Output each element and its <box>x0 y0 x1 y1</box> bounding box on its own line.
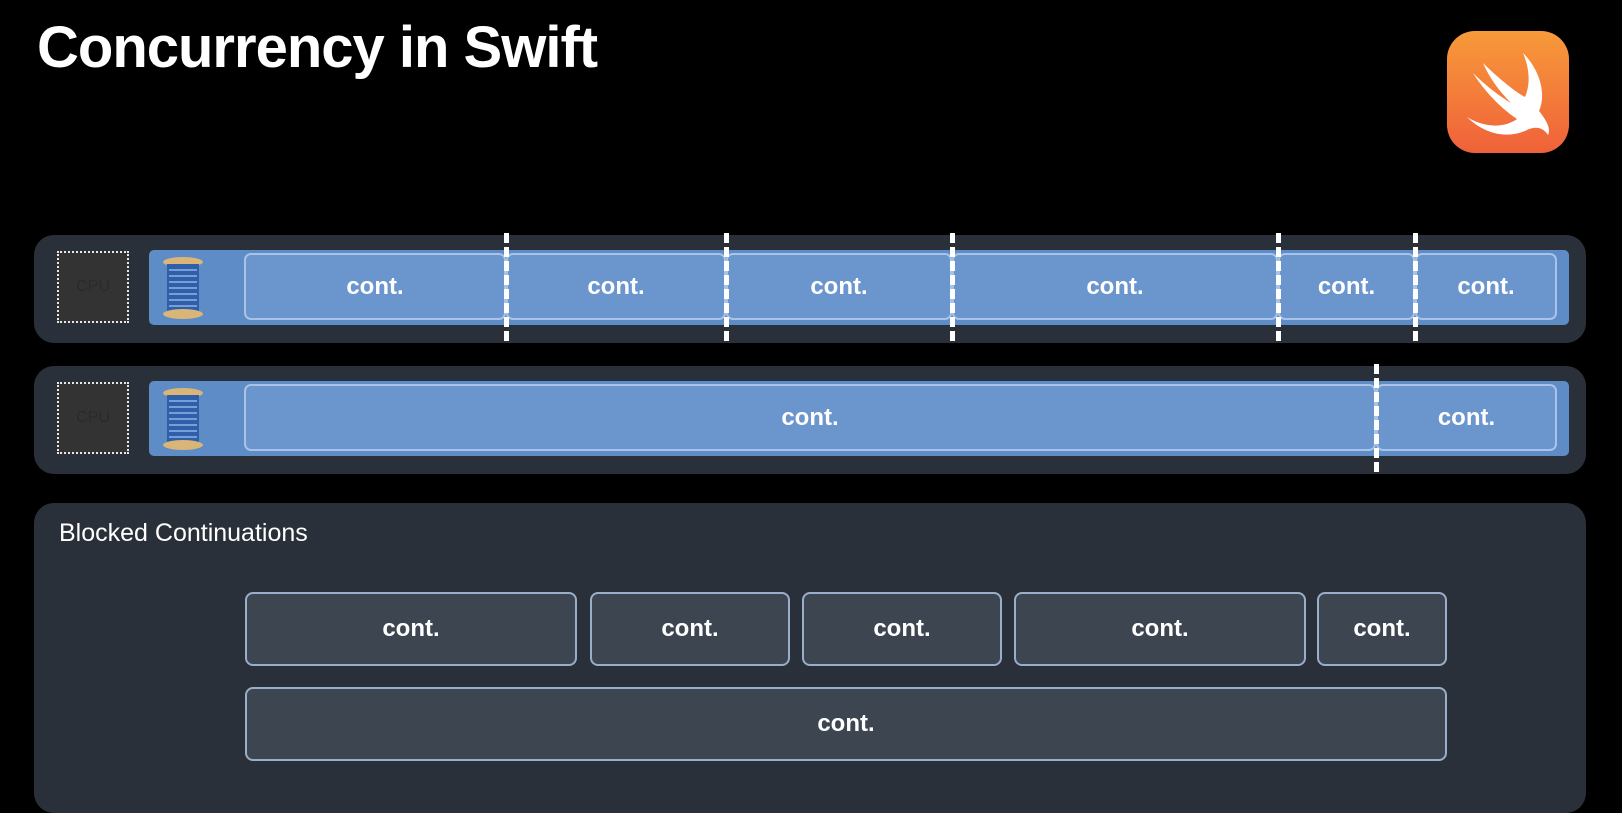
continuation-block: cont. <box>244 253 506 320</box>
blocked-continuation: cont. <box>1317 592 1447 666</box>
continuation-block: cont. <box>1415 253 1557 320</box>
thread-bar: cont. cont. <box>149 364 1569 472</box>
continuation-block: cont. <box>726 253 952 320</box>
continuation-boundary <box>504 233 509 341</box>
continuation-boundary <box>1413 233 1418 341</box>
continuation-block: cont. <box>952 253 1278 320</box>
continuation-boundary <box>1276 233 1281 341</box>
cpu-icon: CPU <box>57 251 129 323</box>
cpu-label: CPU <box>76 409 110 426</box>
blocked-continuation: cont. <box>1014 592 1306 666</box>
continuation-block: cont. <box>1376 384 1557 451</box>
continuation-block: cont. <box>506 253 726 320</box>
continuation-boundary <box>950 233 955 341</box>
blocked-continuation: cont. <box>590 592 790 666</box>
continuation-block: cont. <box>244 384 1376 451</box>
thread-bar: cont. cont. cont. cont. cont. cont. <box>149 233 1569 341</box>
thread-spool-icon <box>163 257 203 319</box>
continuation-boundary <box>1374 364 1379 472</box>
continuation-block: cont. <box>1278 253 1415 320</box>
blocked-continuations-panel: Blocked Continuations cont. cont. cont. … <box>34 503 1586 813</box>
blocked-continuation: cont. <box>245 687 1447 761</box>
blocked-continuations-title: Blocked Continuations <box>59 519 308 547</box>
blocked-continuation: cont. <box>802 592 1002 666</box>
cpu-icon: CPU <box>57 382 129 454</box>
swift-logo-icon <box>1447 31 1569 153</box>
continuation-boundary <box>724 233 729 341</box>
blocked-continuation: cont. <box>245 592 577 666</box>
thread-spool-icon <box>163 388 203 450</box>
thread-lane-2: CPU cont. cont. <box>34 364 1586 474</box>
page-title: Concurrency in Swift <box>37 15 598 80</box>
cpu-label: CPU <box>76 278 110 295</box>
thread-lane-1: CPU cont. cont. cont. cont. cont. cont. <box>34 233 1586 343</box>
